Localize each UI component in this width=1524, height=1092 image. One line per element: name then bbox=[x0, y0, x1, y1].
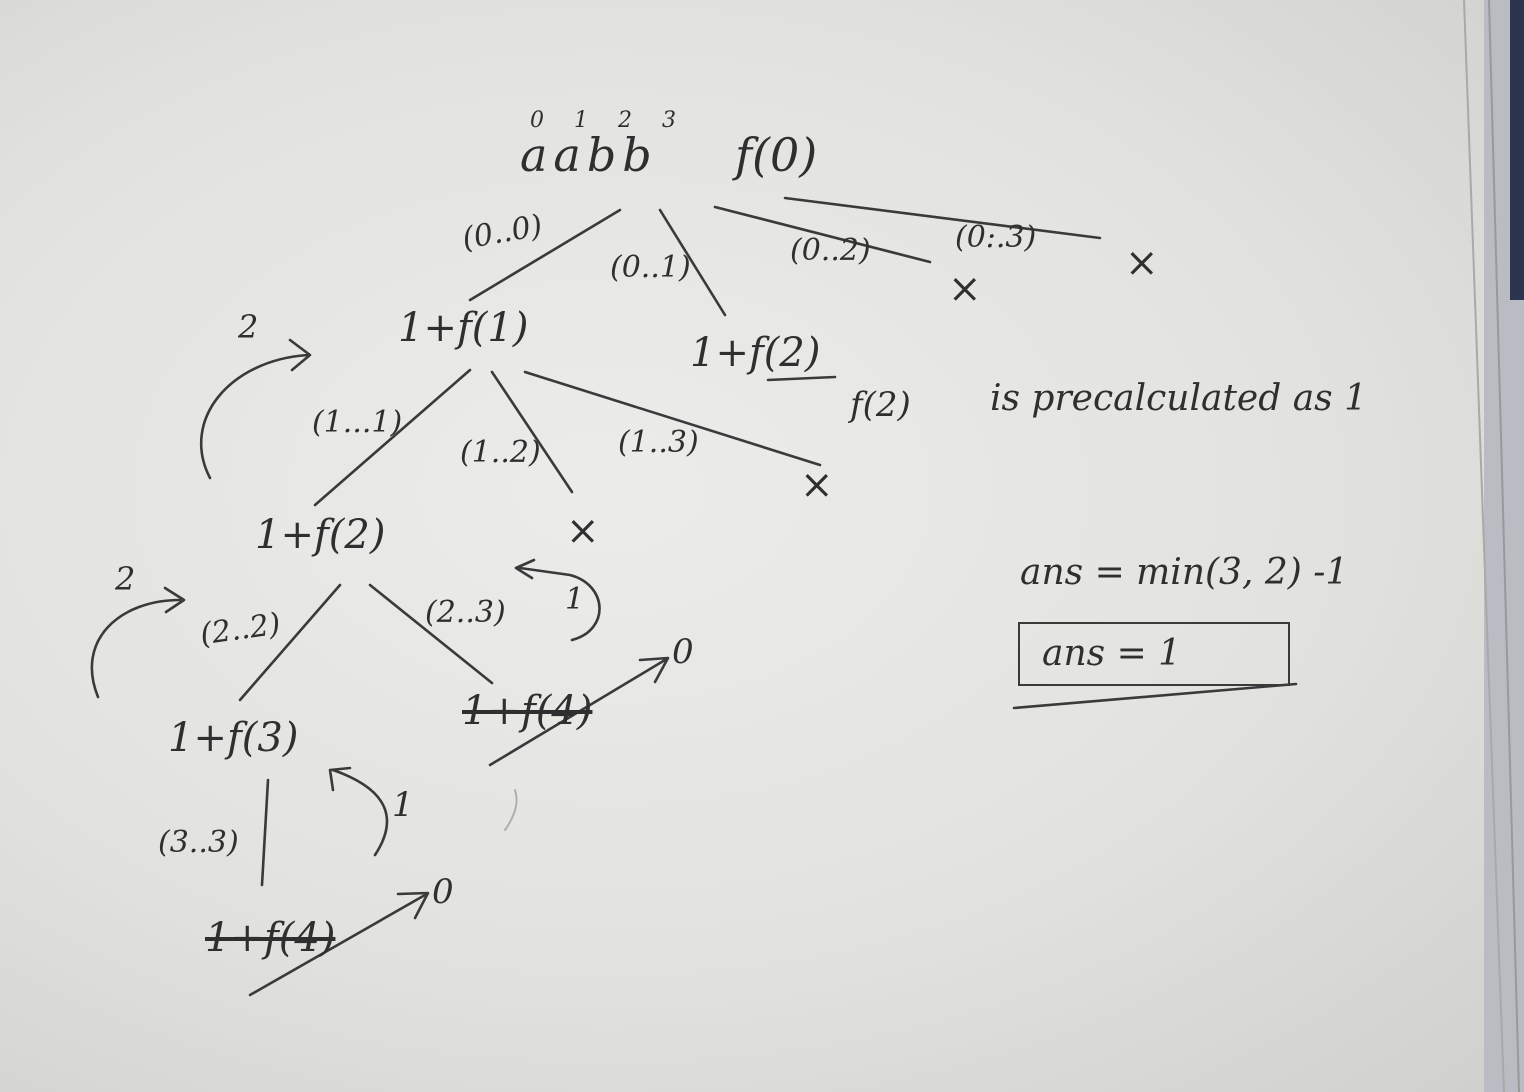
return-arrow-f3 bbox=[331, 768, 389, 857]
cross-mark: × bbox=[948, 266, 982, 312]
edge-line-0-0 bbox=[468, 208, 622, 302]
return-arrow-f4 bbox=[518, 566, 601, 642]
node-f2-top: 1+f(2) bbox=[690, 330, 821, 376]
edge-line-1-2 bbox=[490, 370, 574, 494]
cross-mark: × bbox=[566, 508, 600, 554]
return-arrow-f2 bbox=[90, 598, 182, 699]
page-edge bbox=[1444, 0, 1524, 1092]
edge-line-1-3 bbox=[523, 370, 822, 467]
zero-arrow-bottom-head bbox=[396, 891, 430, 920]
return-arrow-f3-head bbox=[328, 766, 352, 792]
edge-label-0-2: (0..2) bbox=[790, 233, 871, 268]
node-f4-bottom: 1+f(4) bbox=[205, 915, 336, 961]
edge-line-0-1 bbox=[658, 208, 727, 317]
zero-bottom: 0 bbox=[432, 872, 454, 912]
node-f4-right: 1+f(4) bbox=[462, 688, 593, 734]
return-arrow-f1-head bbox=[288, 338, 312, 372]
edge-label-0-3: (0:.3) bbox=[955, 220, 1037, 255]
zero-arrow-right-head bbox=[638, 656, 670, 684]
edge-line-2-2 bbox=[238, 583, 342, 702]
return-arrow-f2-head bbox=[163, 586, 186, 614]
answer-value: ans = 1 bbox=[1042, 633, 1182, 674]
edge-label-3-3: (3..3) bbox=[158, 825, 239, 860]
answer-box: ans = 1 bbox=[1018, 622, 1290, 686]
index-3: 3 bbox=[662, 108, 706, 133]
edge-line-2-3 bbox=[368, 583, 494, 685]
cross-mark: × bbox=[1125, 240, 1159, 286]
zero-right: 0 bbox=[672, 632, 694, 672]
root-call: f(0) bbox=[735, 128, 818, 182]
return-value-f2: 2 bbox=[115, 560, 136, 598]
index-2: 2 bbox=[618, 108, 662, 133]
edge-line-3-3 bbox=[260, 778, 270, 887]
return-arrow-f4-head bbox=[514, 558, 536, 580]
root-index-labels: 0123 bbox=[530, 108, 706, 133]
node-f3: 1+f(3) bbox=[168, 715, 299, 761]
edge-label-2-3: (2..3) bbox=[425, 595, 506, 630]
edge-line-0-2 bbox=[713, 205, 932, 264]
edge-label-1-1: (1...1) bbox=[312, 405, 403, 440]
root-string: aabb bbox=[520, 128, 658, 182]
node-f1: 1+f(1) bbox=[398, 305, 529, 351]
f2-underline bbox=[766, 375, 837, 382]
answer-equation: ans = min(3, 2) -1 bbox=[1020, 552, 1349, 593]
index-0: 0 bbox=[530, 108, 574, 133]
zero-arrow-bottom bbox=[248, 893, 427, 997]
return-arrow-f1 bbox=[199, 353, 310, 480]
note-call: f(2) bbox=[850, 385, 911, 425]
return-value-f3: 1 bbox=[392, 785, 414, 825]
node-f2: 1+f(2) bbox=[255, 512, 386, 558]
return-value-f1: 2 bbox=[238, 308, 259, 346]
pencil-stroke bbox=[504, 789, 518, 831]
edge-label-1-3: (1..3) bbox=[618, 425, 699, 460]
return-value-f4-small: 1 bbox=[565, 582, 585, 617]
edge-line-1-1 bbox=[313, 368, 472, 507]
zero-arrow-right bbox=[488, 658, 667, 767]
edge-label-1-2: (1..2) bbox=[460, 435, 541, 470]
cross-mark: × bbox=[800, 462, 834, 508]
index-1: 1 bbox=[574, 108, 618, 133]
note-text: is precalculated as 1 bbox=[990, 378, 1367, 419]
edge-label-0-1: (0..1) bbox=[610, 250, 691, 285]
edge-line-0-3 bbox=[783, 196, 1102, 240]
